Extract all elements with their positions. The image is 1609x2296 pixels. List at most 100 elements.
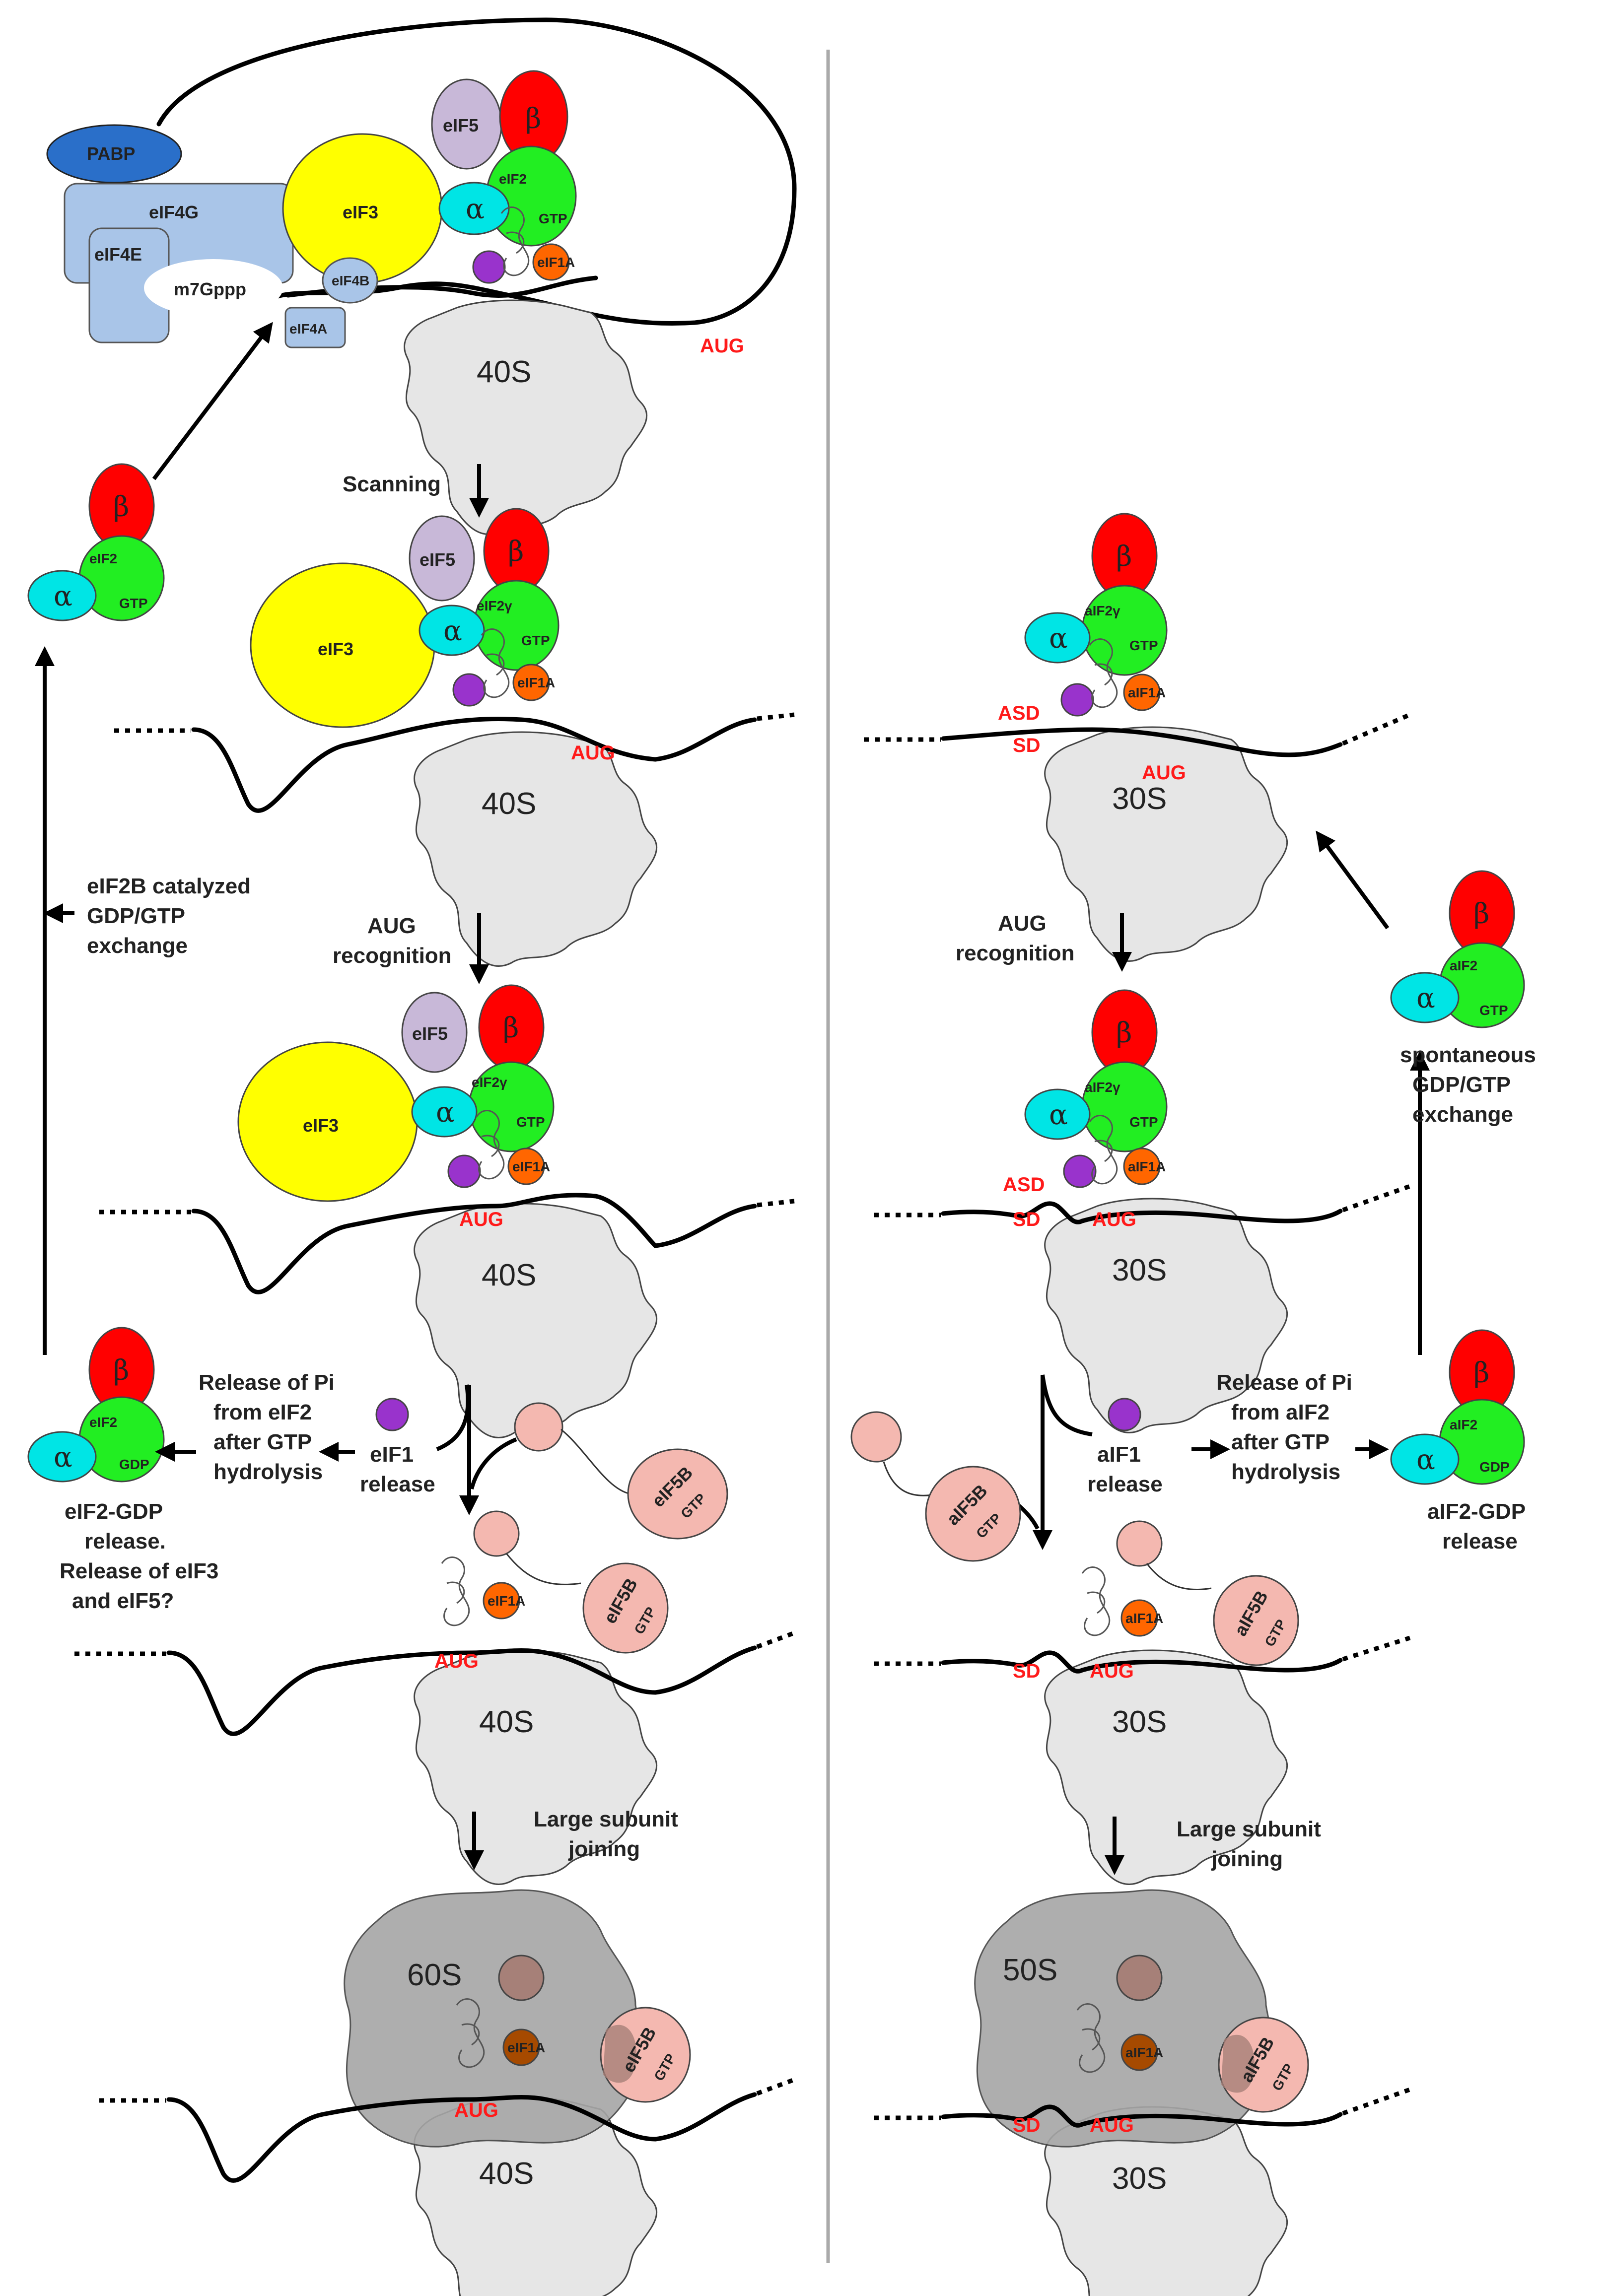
beta-label: β: [1473, 898, 1489, 930]
gtp-label: GTP: [119, 596, 148, 611]
aif2-alpha: [1390, 972, 1460, 1023]
eif3-label: eIF3: [343, 202, 378, 222]
eif4a: [284, 307, 346, 348]
eif5b-domain: [498, 1955, 545, 2001]
stage-aug-recognized: 40S eIF3 AUG eIF5 β eIF2γ GTP α eIF1A: [99, 984, 795, 1438]
small-subunit-40s: [414, 1203, 658, 1438]
aif2-alpha: [1024, 612, 1091, 664]
step-aug-right-line2: recognition: [956, 941, 1075, 965]
trna: [441, 1556, 470, 1626]
release-section-left: β eIF2 GDP α eIF2-GDP release. Release o…: [27, 1327, 728, 1613]
alpha-label: α: [1416, 1444, 1435, 1476]
eif1a: [532, 243, 570, 281]
free-eif2-gtp-left: β eIF2 GTP α: [27, 463, 165, 621]
aug-codon-label: AUG: [459, 1209, 503, 1230]
release-section-right: aIF1 release Release of Pi from aIF2 aft…: [850, 1329, 1526, 1562]
step-pi-line2: from eIF2: [213, 1400, 312, 1424]
ribosome-label-40s: 40S: [482, 1258, 536, 1292]
alpha-label: α: [54, 580, 72, 612]
step-pi-line4: hydrolysis: [213, 1460, 323, 1484]
alpha-label: α: [1049, 1099, 1068, 1131]
aif1a-label: aIF1A: [1128, 685, 1166, 700]
eif5: [409, 515, 475, 602]
eif1a: [512, 664, 550, 701]
step-pi-line3: after GTP: [213, 1430, 312, 1454]
asd-label: ASD: [1003, 1174, 1045, 1196]
eif1a: [507, 1148, 545, 1185]
aif5b-free: [925, 1466, 1021, 1562]
trna: [500, 206, 530, 276]
gtp-label: GTP: [516, 1114, 545, 1130]
aif2-label: aIF2: [1450, 1417, 1477, 1432]
step-scanning: Scanning: [343, 472, 441, 496]
eif2-gamma: [473, 580, 560, 671]
eif2-gamma-label: eIF2γ: [472, 1075, 507, 1090]
eif1: [472, 250, 506, 284]
aif1-released: [1108, 1398, 1141, 1431]
pabp: [46, 124, 182, 184]
mrna-dotted-right: [1342, 2087, 1411, 2116]
aug-codon-label: AUG: [434, 1650, 479, 1672]
aug-codon-label: AUG: [1142, 762, 1186, 784]
aif5b: [1213, 1575, 1299, 1666]
aif2-label: aIF2: [1450, 958, 1477, 973]
aif5b-domain: [1116, 1955, 1163, 2001]
beta-label: β: [113, 1354, 129, 1387]
eif5b-domain: [473, 1510, 520, 1557]
mrna-dotted-right: [756, 2077, 795, 2096]
eif1: [447, 1154, 481, 1188]
mrna-dotted-right: [756, 1630, 795, 1649]
step-api-line3: after GTP: [1231, 1430, 1329, 1454]
asd-label: ASD: [998, 702, 1040, 724]
gdp-label: GDP: [119, 1457, 149, 1472]
eif5b-linker: [505, 1553, 581, 1585]
beta-label: β: [1116, 1017, 1132, 1049]
mrna-strand: [941, 1650, 1343, 1674]
stage-right-aif5b-bound: 30S SD AUG aIF5B GTP aIF1A: [874, 1520, 1411, 1885]
aug-codon-label: AUG: [700, 335, 744, 357]
sd-label: SD: [1013, 2114, 1041, 2136]
step-eif2b-line1: eIF2B catalyzed: [87, 874, 251, 898]
alpha-label: α: [1049, 622, 1068, 655]
eif4a-label: eIF4A: [289, 321, 327, 337]
aif5b-domain-free: [850, 1411, 902, 1463]
step-aug-right-line1: AUG: [998, 911, 1047, 936]
stage-right-pre-initiation: 30S ASD SD AUG β aIF2γ GTP α aIF1A: [864, 513, 1411, 962]
eif2-alpha: [411, 1086, 478, 1138]
aif2-gamma-label: aIF2γ: [1085, 603, 1120, 618]
eif4e-label: eIF4E: [94, 244, 142, 265]
stage-right-aug-recognized: 30S ASD SD AUG β aIF2γ GTP α aIF1A: [874, 989, 1411, 1433]
eif5b-domain-free: [514, 1402, 563, 1452]
step-lj-line1: Large subunit: [534, 1807, 678, 1831]
eif1a: [483, 1582, 520, 1620]
ribosome-label-40s: 40S: [482, 787, 536, 821]
beta-label: β: [113, 491, 129, 523]
mrna-loop: [156, 17, 797, 326]
mrna-strand: [941, 1201, 1343, 1224]
gtp-label: GTP: [521, 633, 550, 648]
step-api-line2: from aIF2: [1231, 1400, 1329, 1424]
mrna-strand: [941, 2104, 1343, 2128]
eif5-label: eIF5: [420, 549, 455, 570]
eif1a-label: eIF1A: [507, 2040, 545, 2055]
aif2-alpha: [1024, 1088, 1091, 1140]
eif2-alpha: [27, 570, 97, 621]
eif1-released: [375, 1398, 409, 1431]
trna: [476, 1110, 505, 1180]
mrna-strand: [191, 1193, 757, 1294]
beta-label: β: [508, 536, 524, 568]
step-e1r-line1: eIF1: [370, 1442, 414, 1467]
aif5b-domain: [1116, 1520, 1163, 1567]
eif4b-label: eIF4B: [332, 273, 369, 288]
ribosome-label-40s: 40S: [477, 355, 531, 389]
eif1a-label: eIF1A: [488, 1593, 525, 1609]
step-eif2b-line3: exchange: [87, 934, 188, 958]
ribosome-label-40s: 40S: [479, 2157, 534, 2191]
small-subunit-30s: [1044, 1198, 1288, 1433]
aif1a: [1123, 674, 1161, 711]
step-lj-right-line2: joining: [1211, 1847, 1283, 1871]
trna: [1076, 2003, 1106, 2073]
beta-label: β: [1473, 1357, 1489, 1389]
step-sp-line2: GDP/GTP: [1412, 1073, 1511, 1097]
ribosome-label-30s: 30S: [1112, 782, 1167, 816]
